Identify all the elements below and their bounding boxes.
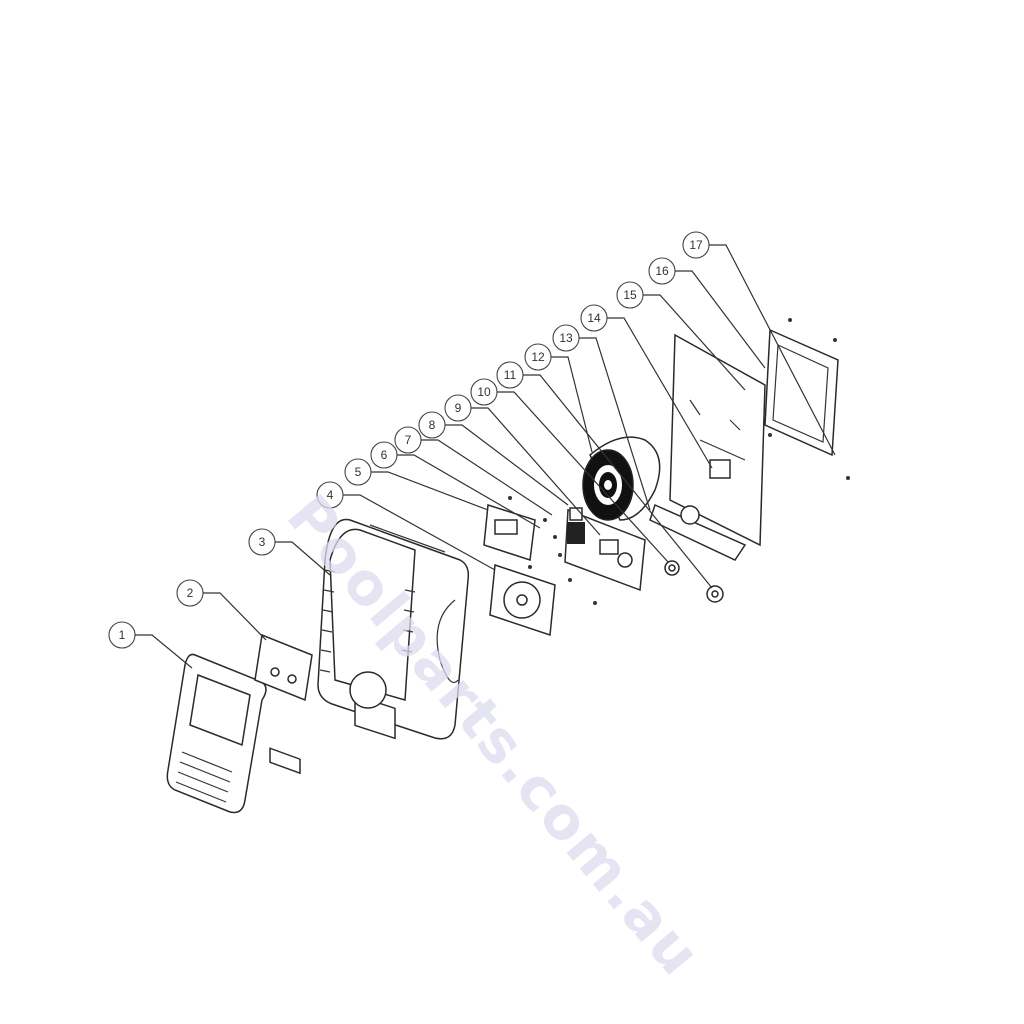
callout-label: 14	[587, 311, 601, 325]
callout-1: 1	[108, 621, 136, 649]
callout-label: 15	[623, 288, 637, 302]
callout-11: 11	[496, 361, 524, 389]
callout-label: 2	[187, 586, 194, 600]
callout-circle	[370, 441, 398, 469]
callout-circle	[496, 361, 524, 389]
callout-circle	[316, 481, 344, 509]
screws	[508, 318, 850, 605]
callout-label: 11	[504, 368, 517, 382]
leader-line-5	[371, 471, 489, 511]
callout-label: 10	[477, 385, 491, 399]
callout-label: 6	[381, 448, 388, 462]
callout-circle	[176, 579, 204, 607]
callout-label: 3	[259, 535, 266, 549]
part-1-front-bezel	[166, 653, 267, 814]
leader-line-4	[343, 494, 496, 571]
part-12-toroid	[582, 436, 661, 521]
part-3-housing	[317, 518, 470, 740]
part-11-nut	[706, 585, 724, 603]
callout-label: 5	[355, 465, 362, 479]
part-5-display-pcb	[483, 504, 536, 561]
leader-line-2	[203, 592, 267, 641]
leader-line-10	[497, 391, 669, 563]
callout-6: 6	[370, 441, 398, 469]
leader-line-7	[421, 439, 553, 516]
leader-line-14	[607, 317, 713, 469]
callout-9: 9	[444, 394, 472, 422]
callout-label: 1	[119, 628, 126, 642]
leader-line-17	[709, 244, 836, 456]
callout-label: 16	[655, 264, 669, 278]
part-16-bracket	[764, 328, 839, 457]
leader-lines	[135, 244, 836, 669]
callout-label: 8	[429, 418, 436, 432]
callout-10: 10	[470, 378, 498, 406]
part-15-back-plate	[649, 333, 766, 561]
callout-label: 13	[559, 331, 573, 345]
part-2-keypad-plate	[254, 633, 313, 775]
leader-line-3	[275, 541, 331, 576]
callout-14: 14	[580, 304, 608, 332]
leader-line-8	[445, 424, 569, 506]
callout-label: 9	[455, 401, 462, 415]
part-4-fan	[489, 563, 556, 637]
callout-circle	[444, 394, 472, 422]
callout-circle	[524, 343, 552, 371]
callout-circle	[580, 304, 608, 332]
callout-17: 17	[682, 231, 710, 259]
callout-circle	[616, 281, 644, 309]
callout-circle	[344, 458, 372, 486]
leader-line-12	[551, 356, 593, 453]
callout-2: 2	[176, 579, 204, 607]
callout-3: 3	[248, 528, 276, 556]
leader-line-9	[471, 407, 601, 536]
callout-13: 13	[552, 324, 580, 352]
callout-8: 8	[418, 411, 446, 439]
callout-label: 12	[531, 350, 545, 364]
callout-16: 16	[648, 257, 676, 285]
callout-circle	[394, 426, 422, 454]
callout-5: 5	[344, 458, 372, 486]
leader-line-11	[523, 374, 713, 589]
callout-7: 7	[394, 426, 422, 454]
leader-line-15	[643, 294, 746, 391]
callout-4: 4	[316, 481, 344, 509]
callout-circle	[552, 324, 580, 352]
callout-circle	[248, 528, 276, 556]
part-10-nut	[664, 560, 680, 576]
callout-label: 4	[327, 488, 334, 502]
callout-circle	[418, 411, 446, 439]
callout-circle	[682, 231, 710, 259]
leader-line-13	[579, 337, 651, 511]
leader-line-6	[397, 454, 541, 529]
callout-circle	[470, 378, 498, 406]
callout-circle	[648, 257, 676, 285]
leader-line-1	[135, 634, 193, 669]
callout-label: 7	[405, 433, 412, 447]
callout-12: 12	[524, 343, 552, 371]
callout-label: 17	[689, 238, 703, 252]
callout-circle	[108, 621, 136, 649]
callout-15: 15	[616, 281, 644, 309]
leader-line-16	[675, 270, 766, 369]
